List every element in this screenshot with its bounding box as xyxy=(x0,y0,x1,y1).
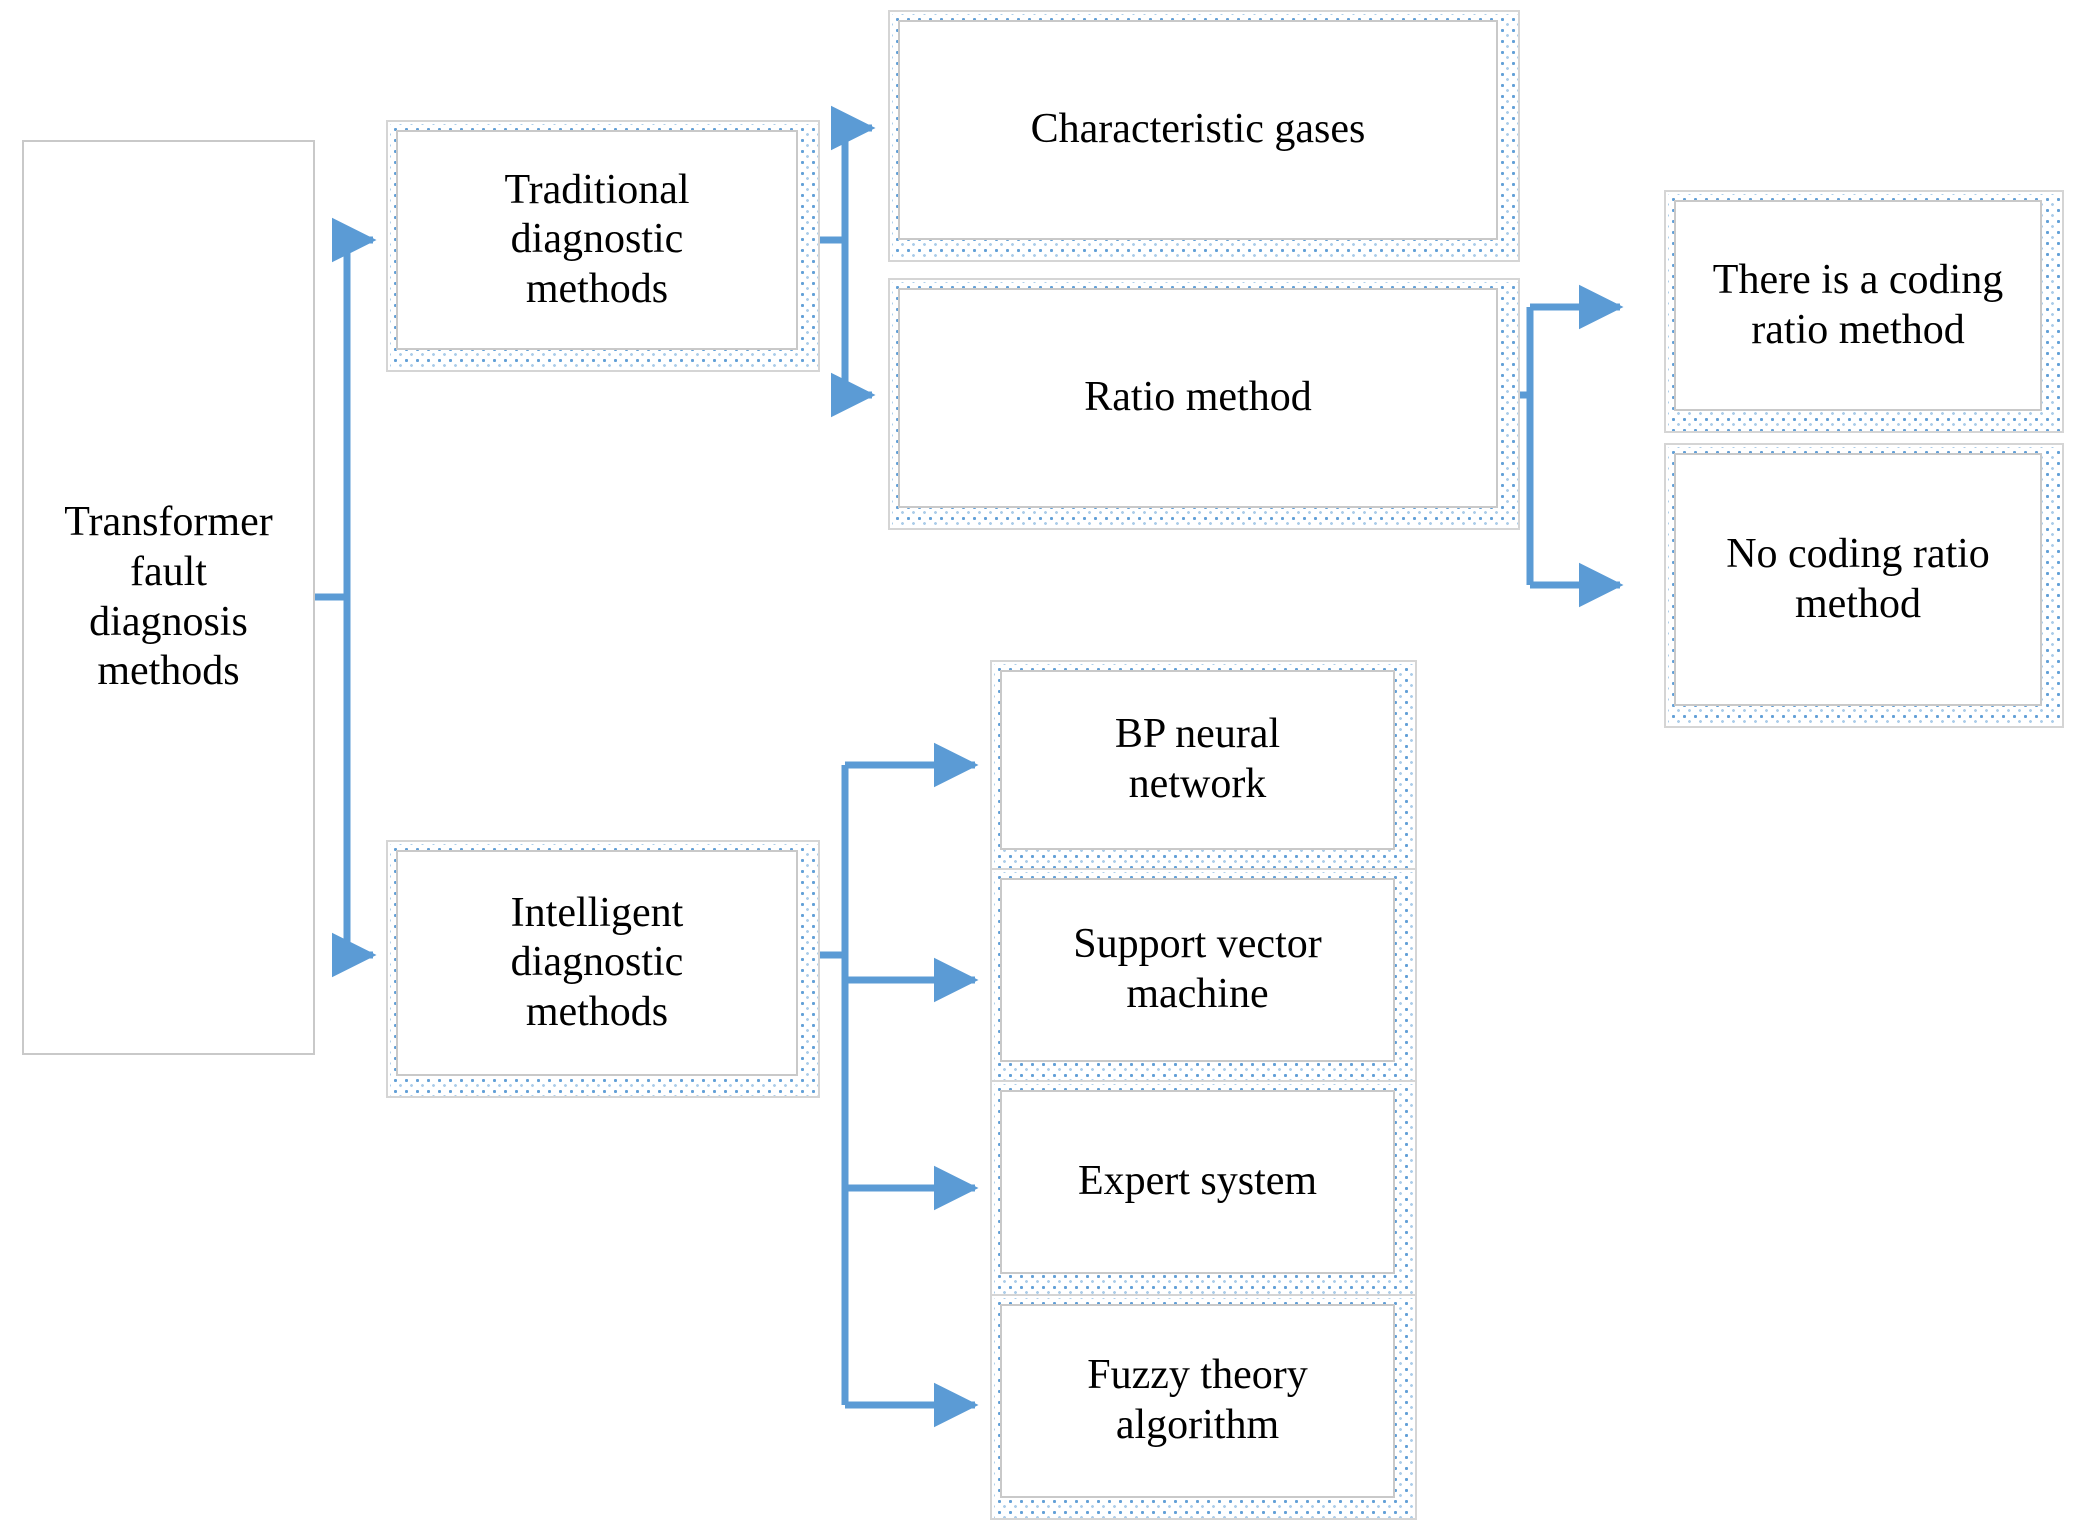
node-ratio-method-card: Ratio method xyxy=(898,288,1498,508)
node-coding-ratio-card: There is a coding ratio method xyxy=(1674,200,2042,411)
node-traditional-diagnostic-methods[interactable]: Traditional diagnostic methods xyxy=(386,120,820,372)
node-characteristic-gases-card: Characteristic gases xyxy=(898,20,1498,240)
node-ratio-method-label: Ratio method xyxy=(1084,374,1312,421)
node-fuzzy-card: Fuzzy theory algorithm xyxy=(1000,1304,1395,1498)
node-bp-neural-network[interactable]: BP neural network xyxy=(990,660,1417,872)
node-fuzzy-theory-algorithm[interactable]: Fuzzy theory algorithm xyxy=(990,1294,1417,1520)
node-expert-label: Expert system xyxy=(1077,1158,1318,1205)
node-no-coding-ratio-card: No coding ratio method xyxy=(1674,453,2042,706)
node-characteristic-gases-label: Characteristic gases xyxy=(1030,106,1366,153)
node-intelligent-diagnostic-methods[interactable]: Intelligent diagnostic methods xyxy=(386,840,820,1098)
node-traditional-card: Traditional diagnostic methods xyxy=(396,130,798,350)
node-root-card: Transformer fault diagnosis methods xyxy=(22,140,315,1055)
node-ratio-method[interactable]: Ratio method xyxy=(888,278,1520,530)
node-characteristic-gases[interactable]: Characteristic gases xyxy=(888,10,1520,262)
node-svm-label: Support vector machine xyxy=(1073,921,1322,1017)
node-bp-label: BP neural network xyxy=(1114,711,1281,807)
node-intelligent-card: Intelligent diagnostic methods xyxy=(396,850,798,1076)
node-expert-card: Expert system xyxy=(1000,1090,1395,1274)
node-no-coding-ratio-method[interactable]: No coding ratio method xyxy=(1664,443,2064,728)
node-svm-card: Support vector machine xyxy=(1000,878,1395,1062)
node-root-frame xyxy=(22,140,315,1055)
node-support-vector-machine[interactable]: Support vector machine xyxy=(990,868,1417,1084)
node-coding-ratio-label: There is a coding ratio method xyxy=(1712,256,2004,353)
node-coding-ratio-method[interactable]: There is a coding ratio method xyxy=(1664,190,2064,433)
node-intelligent-label: Intelligent diagnostic methods xyxy=(510,889,684,1035)
node-fuzzy-label: Fuzzy theory algorithm xyxy=(1087,1352,1308,1448)
node-expert-system[interactable]: Expert system xyxy=(990,1080,1417,1296)
node-no-coding-ratio-label: No coding ratio method xyxy=(1726,530,1990,627)
node-bp-card: BP neural network xyxy=(1000,670,1395,850)
node-traditional-label: Traditional diagnostic methods xyxy=(504,166,690,312)
node-root[interactable]: Transformer fault diagnosis methods xyxy=(22,140,315,1055)
node-root-label: Transformer fault diagnosis methods xyxy=(64,499,273,695)
